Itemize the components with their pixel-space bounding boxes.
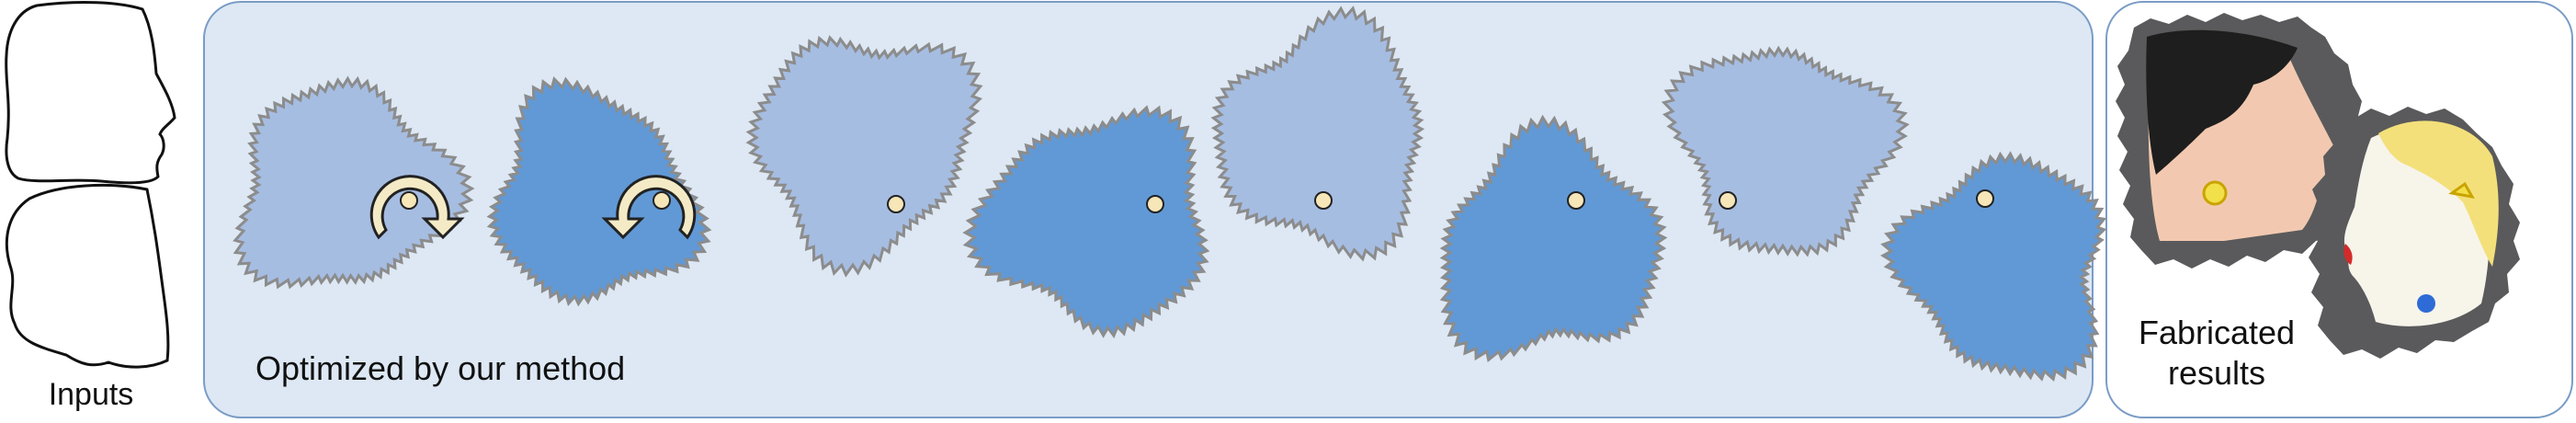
gear-shape-icon <box>1439 114 1668 362</box>
woman-hair <box>2378 120 2499 267</box>
results-label-line2: results <box>2167 354 2266 392</box>
pivot-dot-icon <box>887 195 905 213</box>
rotation-arrows <box>369 175 697 240</box>
woman-lips <box>2343 244 2353 265</box>
fabricated-results-photo <box>2116 13 2520 359</box>
rotation-arrow-icon <box>369 175 465 240</box>
woman-earring <box>2417 294 2435 313</box>
pivot-dot-icon <box>400 191 418 210</box>
pivot-dot-icon <box>1314 191 1333 210</box>
results-label: Fabricated results <box>2106 313 2327 394</box>
woman-ear-pin <box>2448 181 2475 200</box>
gear-shape-icon <box>1880 151 2107 382</box>
man-earring <box>2202 180 2228 206</box>
gear-pairs <box>233 6 2107 382</box>
face-outline-icon <box>5 1 176 185</box>
rotation-arrow-icon <box>601 175 697 240</box>
pivot-dot-icon <box>1146 195 1164 213</box>
gear-shape-icon <box>745 35 983 278</box>
gear-shape-icon <box>233 75 475 290</box>
results-label-line1: Fabricated <box>2138 314 2296 351</box>
gear-shape-icon <box>962 105 1210 338</box>
man-hair <box>2146 29 2298 176</box>
pivot-dot-icon <box>1976 189 1994 208</box>
input-profiles <box>5 1 176 369</box>
gear-shape-icon <box>486 75 712 307</box>
pivot-dot-icon <box>1567 191 1585 210</box>
pivot-dot-icon <box>653 191 671 210</box>
gear-shape-icon <box>1210 6 1425 262</box>
method-label: Optimized by our method <box>255 349 626 387</box>
face-outline-icon <box>5 183 170 369</box>
inputs-label: Inputs <box>48 377 134 412</box>
pivot-dot-icon <box>1719 191 1737 210</box>
